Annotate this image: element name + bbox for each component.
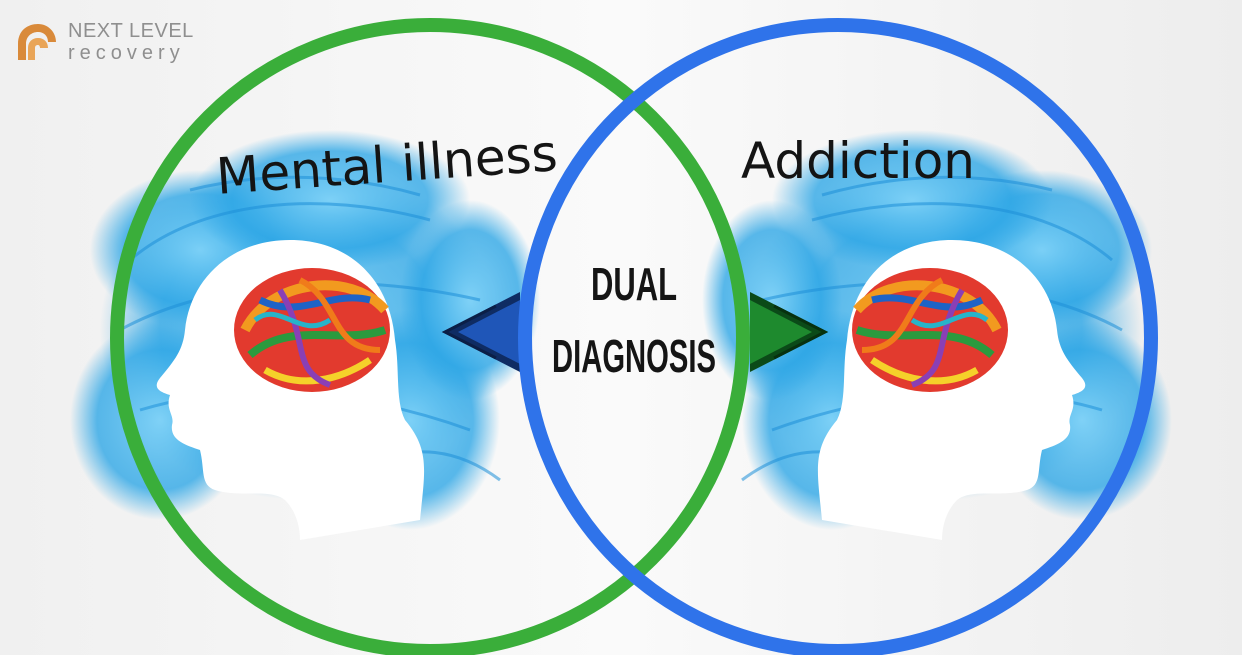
logo-line2: recovery — [68, 42, 185, 64]
arch-logo-icon — [18, 24, 56, 60]
left-arrow-icon — [441, 292, 520, 372]
right-arrow-icon — [750, 292, 829, 372]
left-brain — [234, 268, 390, 392]
dual-diagnosis-line2: DIAGNOSIS — [552, 330, 716, 382]
dual-diagnosis-line1: DUAL — [591, 258, 677, 310]
brand-logo: NEXT LEVEL recovery — [14, 18, 214, 70]
logo-line1: NEXT LEVEL — [68, 20, 194, 42]
mental-illness-circle — [110, 18, 750, 655]
addiction-label: Addiction — [741, 132, 975, 190]
addiction-circle — [518, 18, 1158, 655]
right-brain — [852, 268, 1008, 392]
